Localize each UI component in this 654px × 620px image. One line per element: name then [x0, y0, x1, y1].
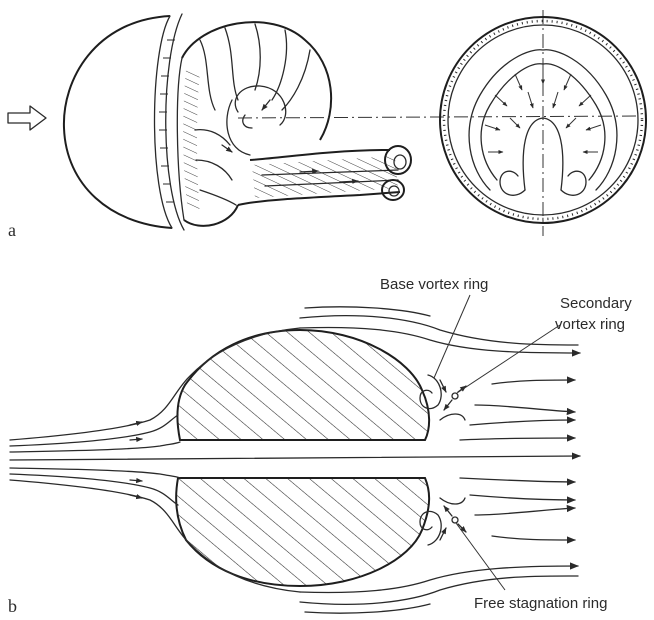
inflow-arrow-icon: [8, 106, 46, 130]
sphere-separation-ticks: [159, 40, 175, 202]
panel-a-label: a: [8, 220, 16, 240]
free-stagnation-point-lower: [440, 498, 466, 532]
leader-secondary-vortex-ring: [457, 325, 560, 393]
label-free-stagnation-ring: Free stagnation ring: [474, 595, 607, 612]
lower-body-section: [176, 478, 429, 586]
panel-b-label: b: [8, 596, 17, 616]
label-secondary-vortex-ring-line1: Secondary: [560, 295, 632, 312]
panel-a-diagram: a: [8, 10, 646, 240]
horseshoe-vortex-tube: [177, 22, 411, 226]
sphere-body: [64, 14, 184, 230]
upper-body-section: [177, 330, 429, 440]
leader-free-stagnation-ring: [456, 523, 505, 590]
axis-line-a: [238, 116, 640, 118]
label-secondary-vortex-ring-line2: vortex ring: [555, 316, 625, 333]
secondary-vortex-ring-upper: [440, 386, 466, 420]
panel-b-diagram: Base vortex ring Secondary vortex ring F…: [8, 276, 632, 616]
label-base-vortex-ring: Base vortex ring: [380, 276, 488, 293]
